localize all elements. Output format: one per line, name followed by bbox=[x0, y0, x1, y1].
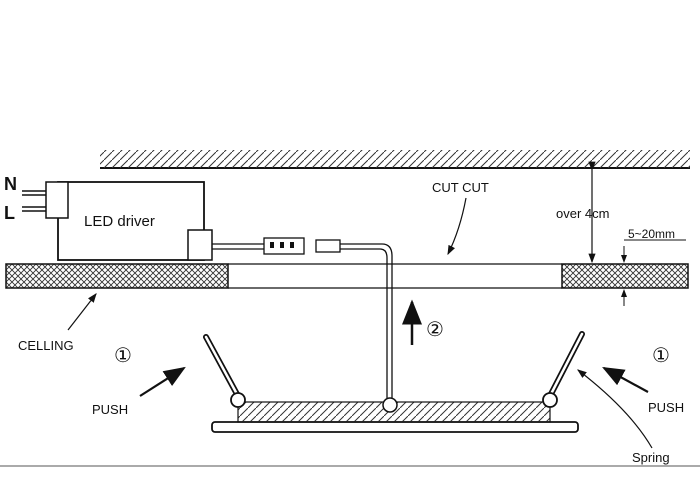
step-1-right-marker: ① bbox=[652, 345, 670, 367]
spring-clip-right bbox=[542, 331, 585, 408]
thickness-label: 5~20mm bbox=[628, 227, 675, 241]
push-left-callout: ① PUSH bbox=[92, 345, 186, 417]
live-label: L bbox=[4, 203, 15, 223]
insert-up-arrow: ② bbox=[402, 299, 444, 345]
ceiling-callout: CELLING bbox=[18, 293, 97, 353]
ceiling-label: CELLING bbox=[18, 338, 74, 353]
push-right-callout: ① PUSH bbox=[602, 345, 684, 415]
led-driver: LED driver bbox=[45, 181, 213, 261]
spring-label: Spring bbox=[632, 450, 670, 465]
step-1-left-marker: ① bbox=[114, 345, 132, 367]
push-right-label: PUSH bbox=[648, 400, 684, 415]
cutout-label: CUT CUT bbox=[432, 180, 489, 195]
push-left-label: PUSH bbox=[92, 402, 128, 417]
spring-clip-left bbox=[203, 334, 246, 408]
led-driver-label: LED driver bbox=[84, 213, 155, 230]
spring-callout: Spring bbox=[577, 369, 670, 465]
input-wires: N L bbox=[4, 174, 46, 223]
thickness-dimension: 5~20mm bbox=[621, 227, 686, 306]
neutral-label: N bbox=[4, 174, 17, 194]
cutout-callout: CUT CUT bbox=[432, 180, 489, 256]
clearance-label: over 4cm bbox=[556, 206, 609, 221]
ceiling-board bbox=[5, 263, 689, 289]
upper-slab bbox=[100, 150, 690, 169]
output-wires bbox=[212, 237, 393, 400]
panel-light bbox=[211, 397, 579, 433]
step-2-marker: ② bbox=[426, 319, 444, 341]
clearance-dimension: over 4cm bbox=[556, 161, 609, 264]
